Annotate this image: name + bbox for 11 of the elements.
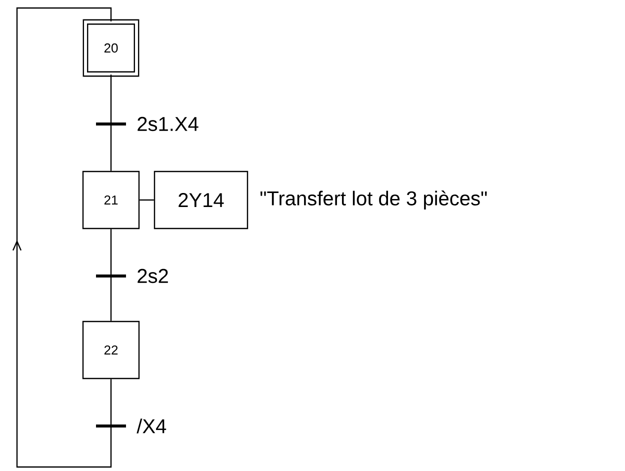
initial-step-box: 20 (82, 19, 140, 77)
action-box: 2Y14 (154, 170, 248, 230)
connector-line (110, 74, 112, 171)
step-box: 21 (82, 170, 140, 230)
edge-label: 2s1.X4 (138, 116, 198, 132)
edge-label: /X4 (136, 418, 166, 434)
edge-label: 2s2 (138, 268, 168, 284)
action-description: "Transfert lot de 3 pièces" (260, 190, 487, 210)
connector-line (110, 229, 112, 321)
link-line (140, 199, 154, 201)
step-box: 22 (82, 320, 140, 380)
